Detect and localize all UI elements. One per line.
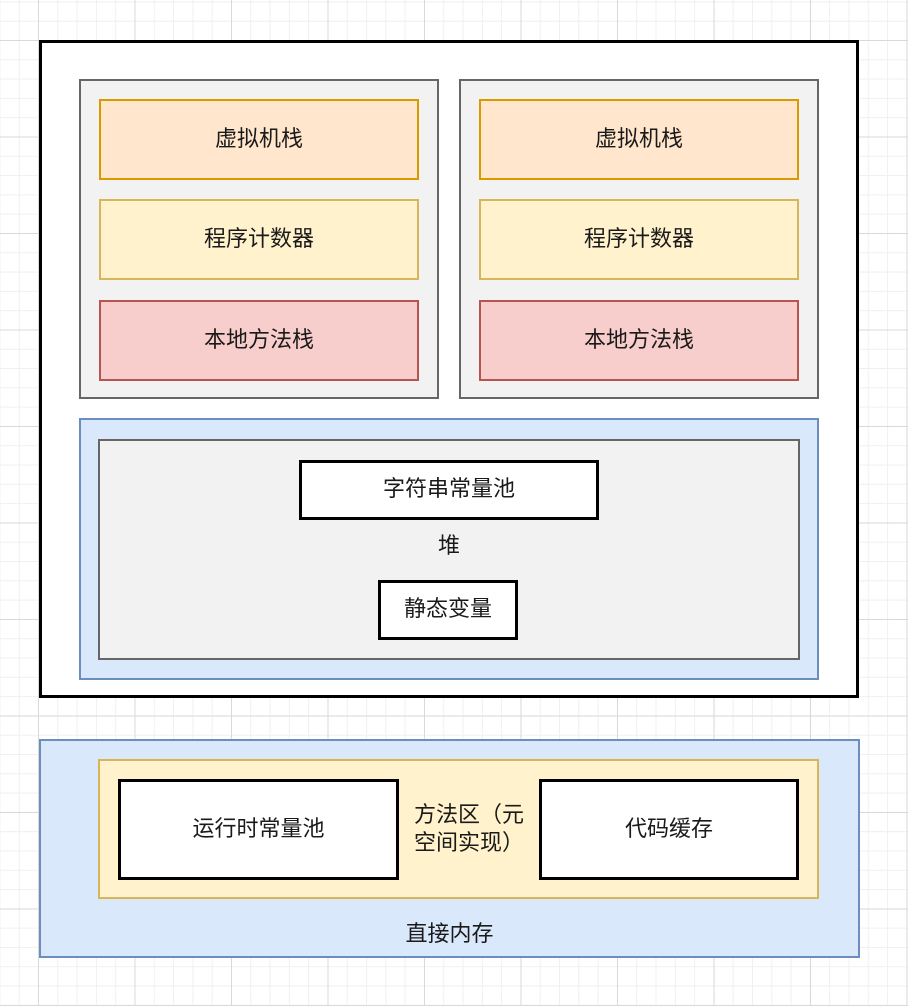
native-method-stack-label-1: 本地方法栈 [203,327,314,353]
runtime-constant-pool-label: 运行时常量池 [192,816,325,842]
thread-panel-2: 虚拟机栈 程序计数器 本地方法栈 [459,79,819,399]
native-method-stack-box-2: 本地方法栈 [479,300,799,381]
native-method-stack-label-2: 本地方法栈 [583,327,694,353]
runtime-data-area-box: 虚拟机栈 程序计数器 本地方法栈 虚拟机栈 程序计数器 本地方法栈 [39,40,859,698]
program-counter-box-2: 程序计数器 [479,199,799,280]
direct-memory-panel: 运行时常量池 方法区（元空间实现） 代码缓存 直接内存 [39,739,860,958]
vm-stack-box-1: 虚拟机栈 [99,99,419,180]
static-variable-box: 静态变量 [378,580,518,640]
thread-panel-1: 虚拟机栈 程序计数器 本地方法栈 [79,79,439,399]
vm-stack-label-2: 虚拟机栈 [594,126,683,152]
native-method-stack-box-1: 本地方法栈 [99,300,419,381]
program-counter-label-1: 程序计数器 [203,226,314,252]
vm-stack-box-2: 虚拟机栈 [479,99,799,180]
method-area-label-text: 方法区（元空间实现） [413,802,524,856]
static-variable-label: 静态变量 [403,597,492,622]
string-constant-pool-box: 字符串常量池 [299,460,599,520]
code-cache-box: 代码缓存 [539,779,799,880]
method-area-label: 方法区（元空间实现） [401,783,537,876]
method-area-panel: 运行时常量池 方法区（元空间实现） 代码缓存 [98,759,819,899]
string-constant-pool-label: 字符串常量池 [382,477,515,502]
vm-stack-label-1: 虚拟机栈 [214,126,303,152]
direct-memory-label: 直接内存 [405,922,494,947]
program-counter-box-1: 程序计数器 [99,199,419,280]
runtime-constant-pool-box: 运行时常量池 [118,779,399,880]
heap-panel: 字符串常量池 堆 静态变量 [79,418,819,680]
code-cache-label: 代码缓存 [624,816,713,842]
heap-label: 堆 [437,534,460,559]
program-counter-label-2: 程序计数器 [583,226,694,252]
heap-inner-panel: 字符串常量池 堆 静态变量 [98,439,800,660]
